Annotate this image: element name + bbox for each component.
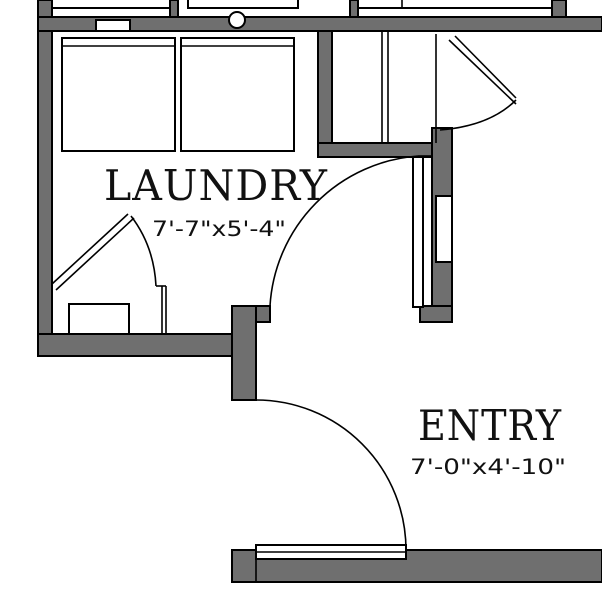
laundry-door: [269, 155, 432, 316]
laundry-south-wall: [37, 333, 241, 357]
closet-door: [381, 31, 517, 143]
entry-door: [255, 399, 407, 582]
entry-room-name: ENTRY: [418, 401, 562, 450]
laundry-cabinet-door: [51, 213, 167, 335]
washer: [61, 37, 176, 152]
laundry-room-dimensions: 7'-7"x5'-4": [152, 217, 286, 241]
upper-fixtures: [51, 0, 553, 9]
closet-west-wall: [317, 30, 333, 158]
laundry-west-wall: [37, 0, 53, 357]
sink-cabinet: [68, 303, 130, 335]
floor-drain: [228, 11, 246, 29]
entry-closet-door: [412, 156, 453, 308]
dryer-vent: [95, 19, 131, 32]
laundry-room-name: LAUNDRY: [104, 161, 328, 210]
walls: [37, 0, 602, 583]
entry-south-wall: [231, 549, 602, 583]
entry-room-dimensions: 7'-0"x4'-10": [410, 455, 566, 479]
dryer: [180, 37, 295, 152]
laundry-appliances: [61, 11, 295, 152]
